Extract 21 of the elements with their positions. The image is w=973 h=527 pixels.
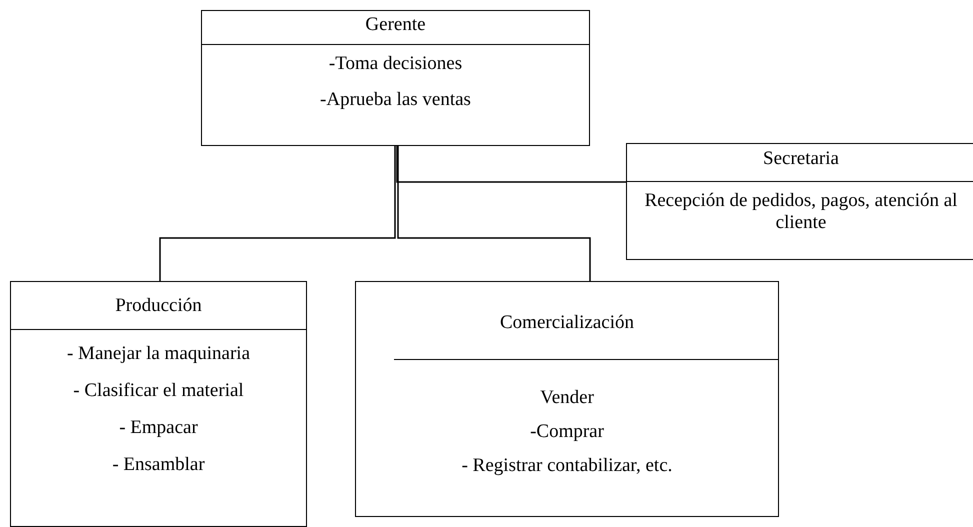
- duty-text: Vender: [539, 387, 595, 409]
- connector-line: [396, 146, 626, 183]
- duty-text: - Registrar contabilizar, etc.: [460, 455, 674, 477]
- role-title: Comercialización: [499, 312, 635, 334]
- connector-line: [159, 146, 396, 281]
- duty-text: - Empacar: [118, 417, 199, 439]
- role-title: Secretaria: [762, 148, 840, 170]
- duty-text: - Ensamblar: [111, 454, 206, 476]
- role-box: [355, 281, 779, 517]
- duty-text: -Comprar: [529, 421, 605, 443]
- connector-line: [397, 146, 591, 281]
- role-title: Producción: [114, 295, 203, 317]
- role-box: [201, 10, 590, 146]
- role-title: Gerente: [364, 14, 427, 36]
- duty-text: - Manejar la maquinaria: [66, 343, 252, 365]
- role-box: [10, 281, 307, 527]
- duty-text: -Toma decisiones: [328, 53, 464, 75]
- duty-text: - Clasificar el material: [72, 380, 245, 402]
- duty-text: -Aprueba las ventas: [319, 89, 472, 111]
- role-box: [626, 143, 973, 260]
- duty-text: Recepción de pedidos, pagos, atención al cliente: [644, 190, 958, 234]
